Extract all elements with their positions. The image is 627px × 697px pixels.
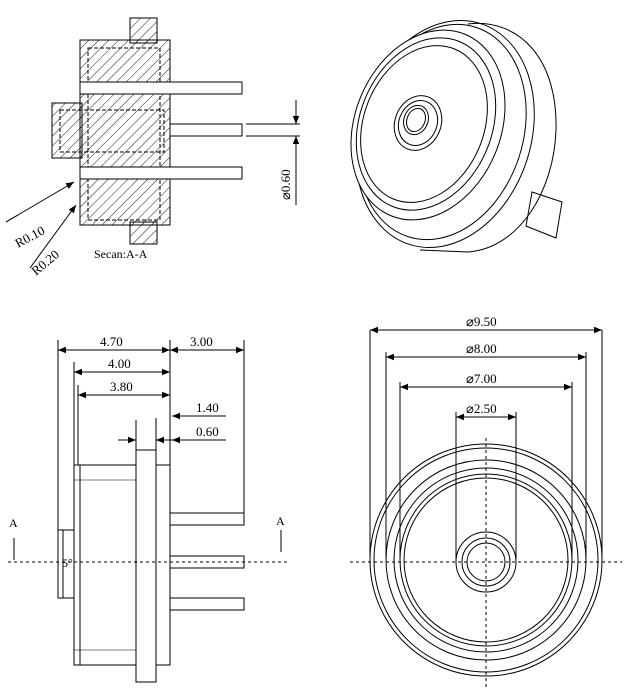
dim-400: 4.00 xyxy=(108,356,131,371)
dim-060: 0.60 xyxy=(196,424,219,439)
window-circle xyxy=(455,531,517,593)
window-outer xyxy=(393,95,443,151)
dim-300: 3.00 xyxy=(190,334,213,349)
dim-470: 4.70 xyxy=(100,334,123,349)
angle-label: 5° xyxy=(62,556,73,570)
window-inner xyxy=(403,104,429,136)
dim-950: ⌀9.50 xyxy=(466,314,497,329)
flange-side xyxy=(135,449,157,683)
dim-140: 1.40 xyxy=(196,400,219,415)
dim-380: 3.80 xyxy=(110,379,133,394)
flange-tab-top xyxy=(129,17,158,44)
dim-700: ⌀7.00 xyxy=(466,371,497,386)
body-side xyxy=(73,464,137,666)
pin-middle-section xyxy=(169,123,243,137)
section-view xyxy=(5,17,300,269)
pin-top-side xyxy=(169,512,245,526)
pin-top-section xyxy=(79,81,243,95)
cap-section xyxy=(51,102,83,159)
dim-250: ⌀2.50 xyxy=(466,401,497,416)
side-view xyxy=(8,340,290,683)
section-mark-right: A xyxy=(276,514,285,528)
lead-diameter-label: ⌀0.60 xyxy=(278,169,293,200)
body-section xyxy=(79,39,171,226)
section-caption: Secan:A-A xyxy=(94,247,148,261)
radius-r020-label: R0.20 xyxy=(28,247,62,279)
isometric-view xyxy=(350,20,563,253)
pin-bottom-side xyxy=(169,597,245,611)
section-mark-left: A xyxy=(9,516,18,530)
dim-800: ⌀8.00 xyxy=(466,341,497,356)
pin-bottom-section xyxy=(79,166,243,180)
radius-r010-label: R0.10 xyxy=(12,223,47,251)
front-view xyxy=(350,326,622,690)
